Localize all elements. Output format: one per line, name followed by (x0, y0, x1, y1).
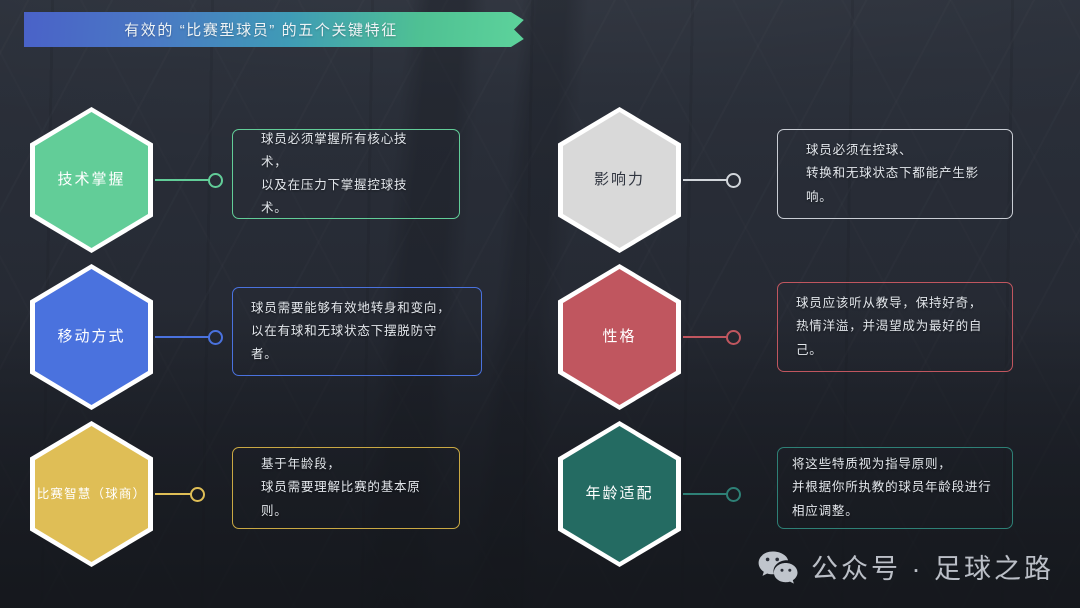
connector-personality (683, 329, 741, 345)
description-card-technical-mastery: 球员必须掌握所有核心技术， 以及在压力下掌握控球技术。 (232, 129, 460, 219)
connector-line (683, 179, 727, 181)
description-card-age-appropriate: 将这些特质视为指导原则， 并根据你所执教的球员年龄段进行相应调整。 (777, 447, 1013, 529)
connector-dot (726, 172, 741, 188)
hexagon-influence[interactable]: 影响力 (558, 107, 681, 253)
hexagon-label: 年龄适配 (585, 485, 654, 503)
connector-age-appropriate (683, 486, 741, 502)
hexagon-technical-mastery[interactable]: 技术掌握 (30, 107, 153, 253)
watermark-text: 公众号 · 足球之路 (811, 554, 1054, 584)
description-card-personality: 球员应该听从教导，保持好奇， 热情洋溢，并渴望成为最好的自己。 (777, 282, 1013, 372)
title-banner: 有效的 “比赛型球员” 的五个关键特征 (24, 12, 532, 47)
watermark: 公众号 · 足球之路 (757, 547, 1054, 586)
hexagon-movement-style[interactable]: 移动方式 (30, 264, 153, 410)
description-text: 将这些特质视为指导原则， 并根据你所执教的球员年龄段进行相应调整。 (792, 457, 992, 518)
description-card-movement-style: 球员需要能够有效地转身和变向， 以在有球和无球状态下摆脱防守者。 (232, 287, 482, 376)
hexagon-age-appropriate[interactable]: 年龄适配 (558, 421, 681, 567)
connector-game-intelligence (155, 486, 205, 502)
title-banner-background (24, 12, 532, 47)
hexagon-label: 影响力 (593, 171, 645, 189)
connector-line (683, 493, 727, 495)
connector-dot (190, 486, 205, 502)
connector-dot (208, 172, 223, 188)
hexagon-label: 技术掌握 (57, 171, 126, 189)
connector-dot (726, 486, 741, 502)
connector-dot (726, 329, 741, 345)
hexagon-fill: 技术掌握 (35, 112, 148, 248)
connector-technical-mastery (155, 172, 223, 188)
description-text: 球员需要能够有效地转身和变向， 以在有球和无球状态下摆脱防守者。 (251, 300, 451, 362)
hexagon-label: 比赛智慧（球商） (36, 486, 147, 501)
hexagon-label: 性格 (602, 328, 637, 346)
hexagon-game-intelligence[interactable]: 比赛智慧（球商） (30, 421, 153, 567)
description-text: 球员必须在控球、 转换和无球状态下都能产生影响。 (806, 143, 979, 204)
connector-line (155, 179, 209, 181)
connector-line (155, 493, 191, 495)
hexagon-personality[interactable]: 性格 (558, 264, 681, 410)
page-title: 有效的 “比赛型球员” 的五个关键特征 (124, 22, 398, 39)
connector-line (683, 336, 727, 338)
description-text: 基于年龄段， 球员需要理解比赛的基本原则。 (261, 457, 421, 518)
connector-line (155, 336, 209, 338)
connector-dot (208, 329, 223, 345)
connector-influence (683, 172, 741, 188)
description-text: 球员必须掌握所有核心技术， 以及在压力下掌握控球技术。 (261, 131, 408, 216)
connector-movement-style (155, 329, 223, 345)
wechat-icon (757, 550, 799, 584)
description-card-influence: 球员必须在控球、 转换和无球状态下都能产生影响。 (777, 129, 1013, 219)
description-card-game-intelligence: 基于年龄段， 球员需要理解比赛的基本原则。 (232, 447, 460, 529)
description-text: 球员应该听从教导，保持好奇， 热情洋溢，并渴望成为最好的自己。 (796, 296, 983, 357)
hexagon-label: 移动方式 (57, 328, 126, 346)
